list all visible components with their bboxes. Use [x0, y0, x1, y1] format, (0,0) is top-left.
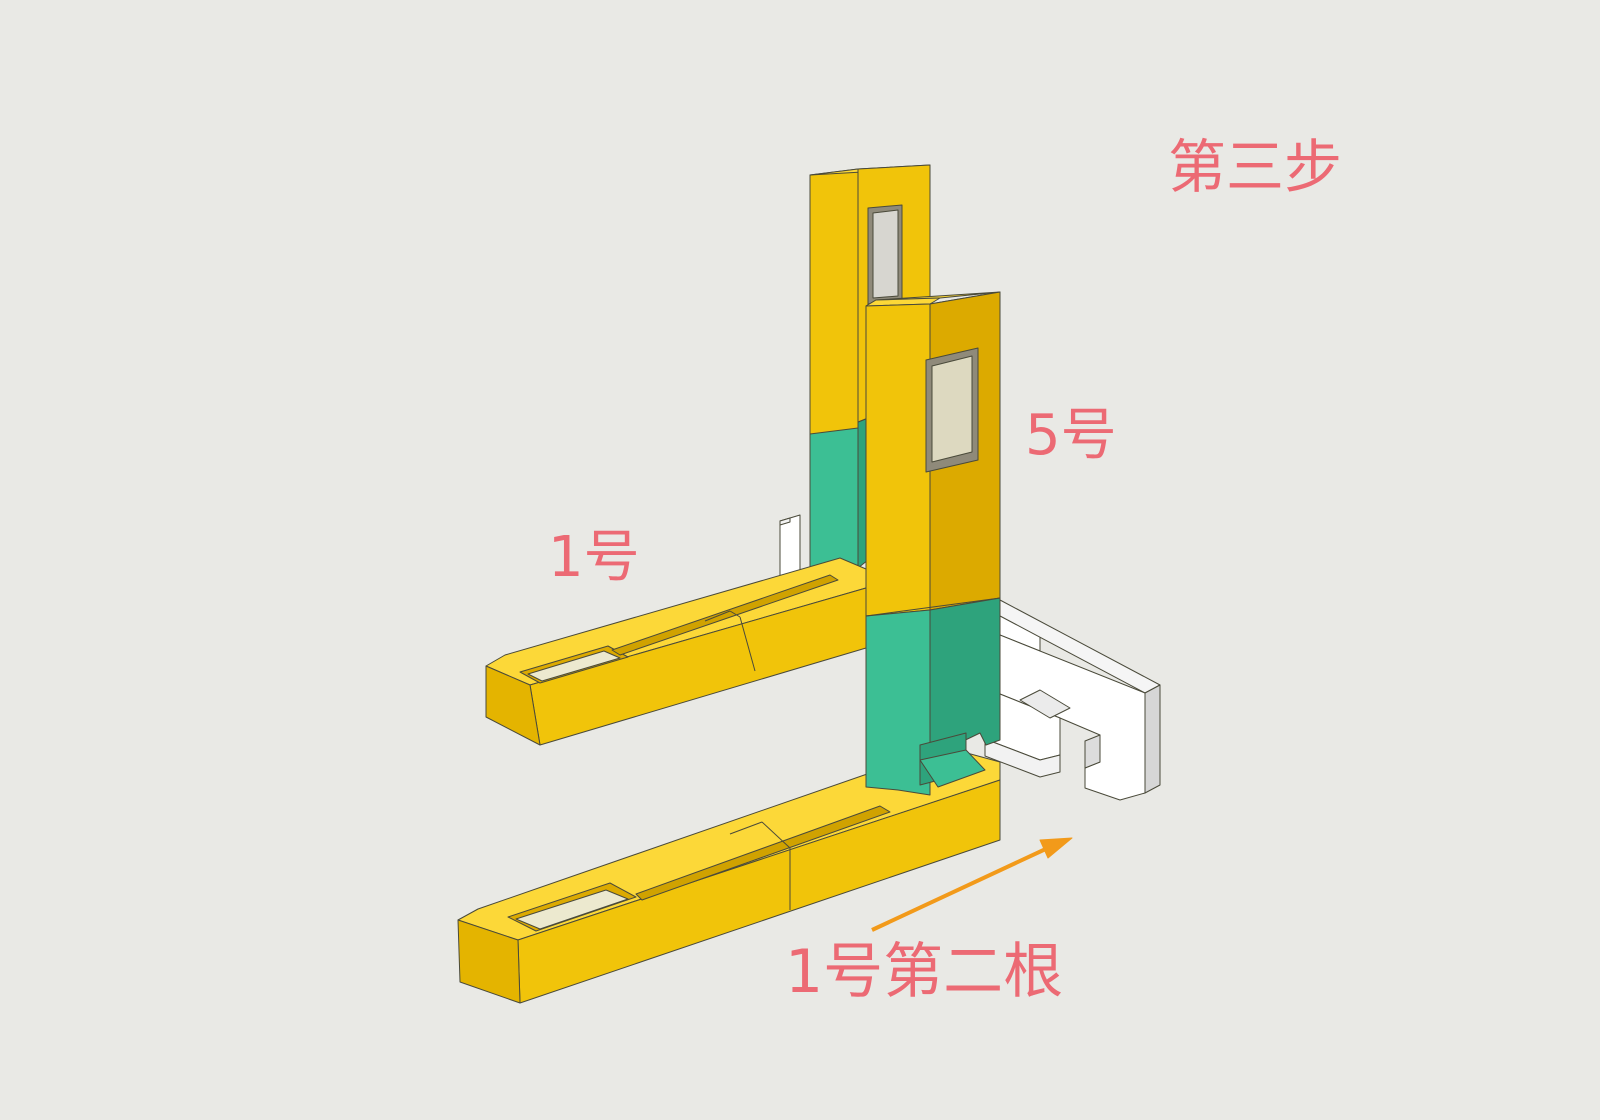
piece-1-label: 1号: [548, 525, 640, 590]
step-title: 第三步: [1168, 133, 1343, 201]
arrow-icon: [871, 837, 1073, 932]
upright-5: [865, 291, 1001, 796]
upright-back: [809, 164, 931, 575]
bar-1-second: [457, 746, 1001, 1004]
bar-1: [485, 557, 867, 746]
piece-1-second-label: 1号第二根: [785, 937, 1064, 1007]
piece-5-label: 5号: [1025, 403, 1117, 468]
